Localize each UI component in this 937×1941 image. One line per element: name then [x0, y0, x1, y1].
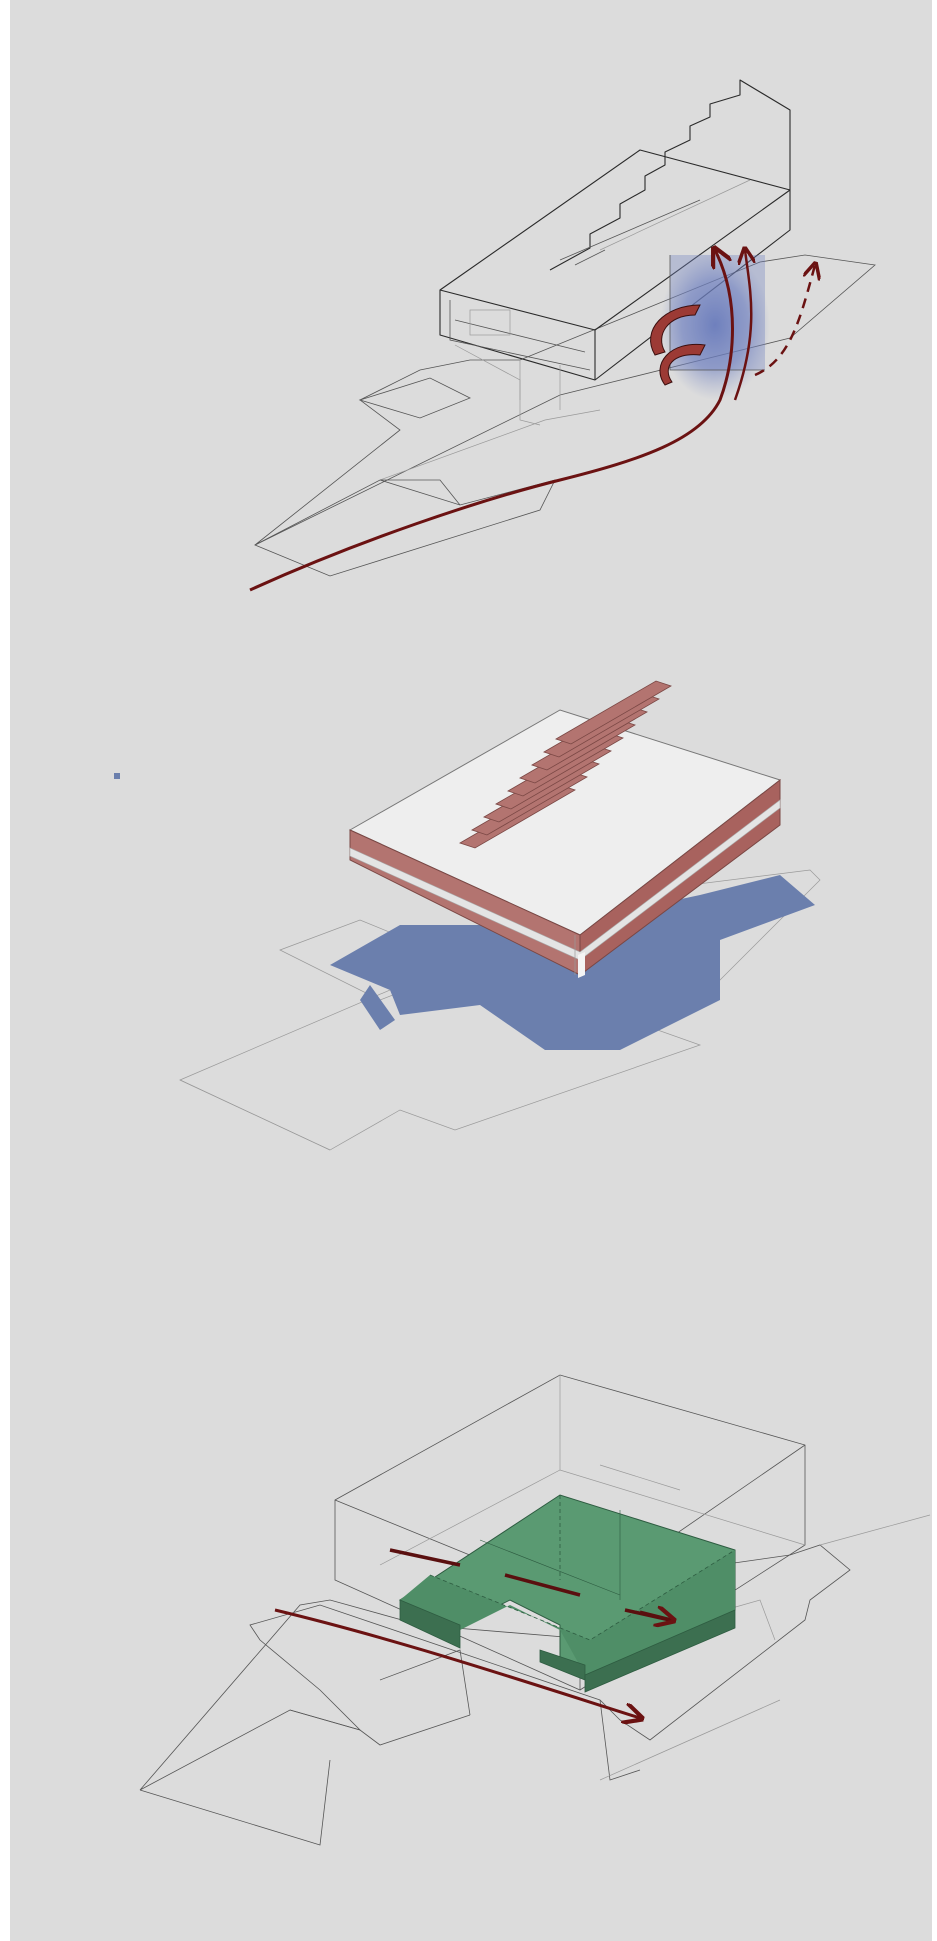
stair-core-glow [660, 250, 770, 400]
small-marker-dot [114, 773, 120, 779]
